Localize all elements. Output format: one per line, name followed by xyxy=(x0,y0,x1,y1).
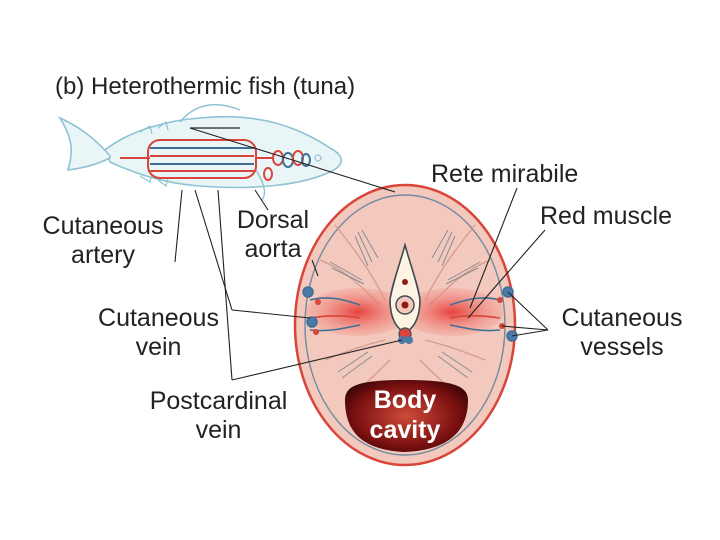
label-postcardinal-vein-line2: vein xyxy=(195,416,242,444)
label-cutaneous-artery-line2: artery xyxy=(71,241,135,269)
label-cutaneous-artery-line1: Cutaneous xyxy=(42,212,164,240)
label-cutaneous-vein-line2: vein xyxy=(135,333,182,361)
fish-outline xyxy=(58,103,343,201)
label-cutaneous-vessels-line2: vessels xyxy=(580,333,664,361)
label-cutaneous-artery: Cutaneous artery xyxy=(32,212,174,270)
label-postcardinal-vein: Postcardinal vein xyxy=(136,387,301,445)
label-cutaneous-vessels: Cutaneous vessels xyxy=(552,304,692,362)
label-cutaneous-vein-line1: Cutaneous xyxy=(98,304,219,332)
label-red-muscle: Red muscle xyxy=(540,202,672,230)
label-rete-mirabile: Rete mirabile xyxy=(431,160,579,188)
label-body-cavity-line2: cavity xyxy=(369,416,441,444)
label-cutaneous-vein: Cutaneous vein xyxy=(86,304,231,362)
label-postcardinal-vein-line1: Postcardinal xyxy=(149,387,288,415)
label-dorsal-aorta-line1: Dorsal xyxy=(236,206,310,234)
fish-vessels xyxy=(120,139,311,181)
diagram-title: (b) Heterothermic fish (tuna) xyxy=(55,73,356,100)
label-body-cavity-line1: Body xyxy=(373,386,437,414)
label-body-cavity: Body cavity xyxy=(350,385,460,445)
cross-section xyxy=(293,183,518,467)
label-cutaneous-vessels-line1: Cutaneous xyxy=(561,304,683,332)
leader-lines xyxy=(174,127,549,381)
label-dorsal-aorta-line2: aorta xyxy=(244,235,302,263)
label-dorsal-aorta: Dorsal aorta xyxy=(228,206,318,264)
